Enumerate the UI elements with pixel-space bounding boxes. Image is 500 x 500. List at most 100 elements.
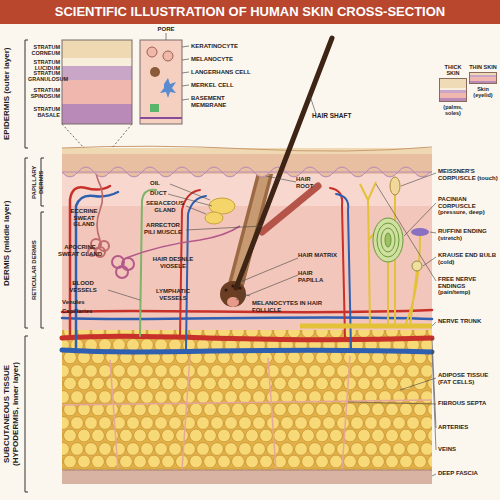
part-label: STRATUM SPINOSUM	[28, 87, 60, 99]
sensory-receptors	[411, 228, 429, 236]
dermis-layer	[62, 172, 432, 206]
epidermis-inset	[62, 33, 189, 148]
part-label: KERATINOCYTE	[191, 43, 251, 50]
part-label: ADIPOSE TISSUE (FAT CELLS)	[438, 372, 498, 385]
part-label: DEEP FASCIA	[438, 470, 498, 477]
part-label: PACINIAN CORPUSCLE (pressure, deep)	[438, 196, 498, 216]
part-label: Capillaries	[62, 308, 102, 315]
sensory-receptors	[377, 223, 399, 257]
part-label: HAIR MATRIX	[298, 252, 338, 259]
sensory-receptors	[412, 261, 422, 271]
diagram-title: SCIENTIFIC ILLUSTRATION OF HUMAN SKIN CR…	[0, 0, 500, 24]
part-label: HAIR PAPILLA	[298, 270, 338, 283]
sample-heading: THIN SKIN	[469, 64, 497, 70]
epidermis-inset	[147, 47, 157, 57]
part-label: LANGERHANS CELL	[191, 69, 251, 76]
part-label: MELANOCYTE	[191, 56, 251, 63]
part-label: KRAUSE END BULB (cold)	[438, 252, 498, 265]
layer-brackets	[25, 158, 28, 328]
part-label: STRATUM CORNEUM	[28, 44, 60, 56]
layer-name: PAPILLARY DERMIS	[31, 158, 44, 206]
part-label: NERVE TRUNK	[438, 318, 498, 325]
epidermis-inset	[62, 40, 132, 58]
blood-vessels	[62, 317, 432, 319]
hair-follicle	[227, 297, 239, 307]
part-label: HAIR DESNLE VIOSELE	[150, 256, 196, 269]
part-label: BLOOD VESSELS	[58, 280, 108, 293]
epidermis-inset	[163, 51, 173, 61]
sweat-glands	[122, 258, 134, 270]
hair-shaft	[236, 38, 332, 288]
part-label: MELANOCYTES IN HAIR FOLLICLE	[252, 300, 332, 313]
part-label: HAIR SHAFT	[312, 112, 352, 119]
part-label: FREE NERVE ENDINGS (pain/temp)	[438, 276, 498, 296]
part-label: STRATUM GRANULOSUM	[28, 70, 60, 82]
sensory-receptors	[385, 233, 391, 247]
epidermis-layer	[62, 146, 432, 177]
sensory-receptors	[390, 177, 400, 195]
blood-vessels	[140, 190, 156, 336]
epidermis-layer	[62, 146, 432, 151]
part-label: LYMPHATIC VESSELS	[150, 288, 196, 301]
part-label: MEISSNER'S CORPUSCLE (touch)	[438, 168, 498, 181]
hypodermis-layer	[62, 330, 432, 484]
part-label: APOCRINE SWEAT GLAND	[56, 244, 104, 257]
skin-sample-box: THICK SKIN (palms, soles)	[439, 64, 467, 116]
sample-note: Skin (eyelid)	[469, 86, 497, 98]
part-label: RUFFINI ENDING (stretch)	[438, 228, 498, 241]
part-label: FIBROUS SEPTA	[438, 400, 498, 407]
sample-note: (palms, soles)	[439, 104, 467, 116]
epidermis-inset	[150, 67, 160, 77]
hair-follicle	[205, 212, 223, 224]
part-label: OIL	[150, 180, 174, 187]
skin-layer-sample	[469, 72, 497, 84]
sweat-glands	[126, 226, 240, 258]
nerves	[300, 324, 432, 329]
blood-vessels	[330, 188, 345, 338]
hair-follicle	[225, 289, 228, 292]
nerves	[360, 182, 420, 326]
hair-shaft	[236, 38, 332, 288]
sensory-receptors	[381, 228, 395, 252]
leader-lines	[108, 96, 316, 300]
layer-brackets	[25, 40, 28, 148]
part-label: ARRECTOR PILI MUSCLE	[140, 222, 186, 235]
epidermis-inset	[62, 104, 132, 124]
part-label: BASEMENT MEMBRANE	[191, 95, 241, 108]
epidermis-layer	[62, 167, 432, 177]
part-label: HAIR ROOT	[296, 176, 326, 189]
skin-layer-sample	[439, 78, 467, 102]
epidermis-inset	[160, 78, 176, 98]
epidermis-inset	[140, 40, 182, 124]
epidermis-inset	[62, 40, 132, 124]
epidermis-inset	[62, 66, 132, 80]
hypodermis-layer	[62, 470, 432, 471]
layer-name: DERMIS (middle layer)	[3, 158, 12, 328]
hypodermis-layer	[62, 356, 432, 470]
hypodermis-layer	[62, 330, 432, 470]
epidermis-inset	[140, 117, 182, 119]
epidermis-inset	[166, 33, 189, 100]
sample-heading: THICK SKIN	[439, 64, 467, 76]
layer-name: EPIDERMIS (outer layer)	[3, 40, 12, 148]
epidermis-inset	[150, 104, 159, 112]
part-label: STRATUM LUCIDUM	[28, 59, 60, 71]
part-label: VEINS	[438, 446, 498, 453]
part-label: ECCRINE SWEAT GLAND	[62, 208, 106, 228]
sweat-glands	[116, 266, 128, 278]
part-label: STRATUM BASALE	[28, 106, 60, 118]
part-label: SEBACEOUS GLAND	[144, 200, 186, 213]
epidermis-inset	[62, 80, 132, 104]
layer-brackets	[25, 336, 28, 492]
blood-vessels	[62, 336, 432, 339]
hypodermis-layer	[62, 470, 432, 484]
leader-lines	[108, 96, 436, 476]
blood-vessels	[62, 310, 432, 312]
part-label: ARTERIES	[438, 424, 498, 431]
skin-sample-box: THIN SKIN Skin (eyelid)	[469, 64, 497, 98]
leader-lines	[348, 173, 436, 476]
hair-follicle	[220, 281, 246, 307]
sensory-receptors	[373, 218, 403, 262]
part-label: MERKEL CELL	[191, 82, 251, 89]
